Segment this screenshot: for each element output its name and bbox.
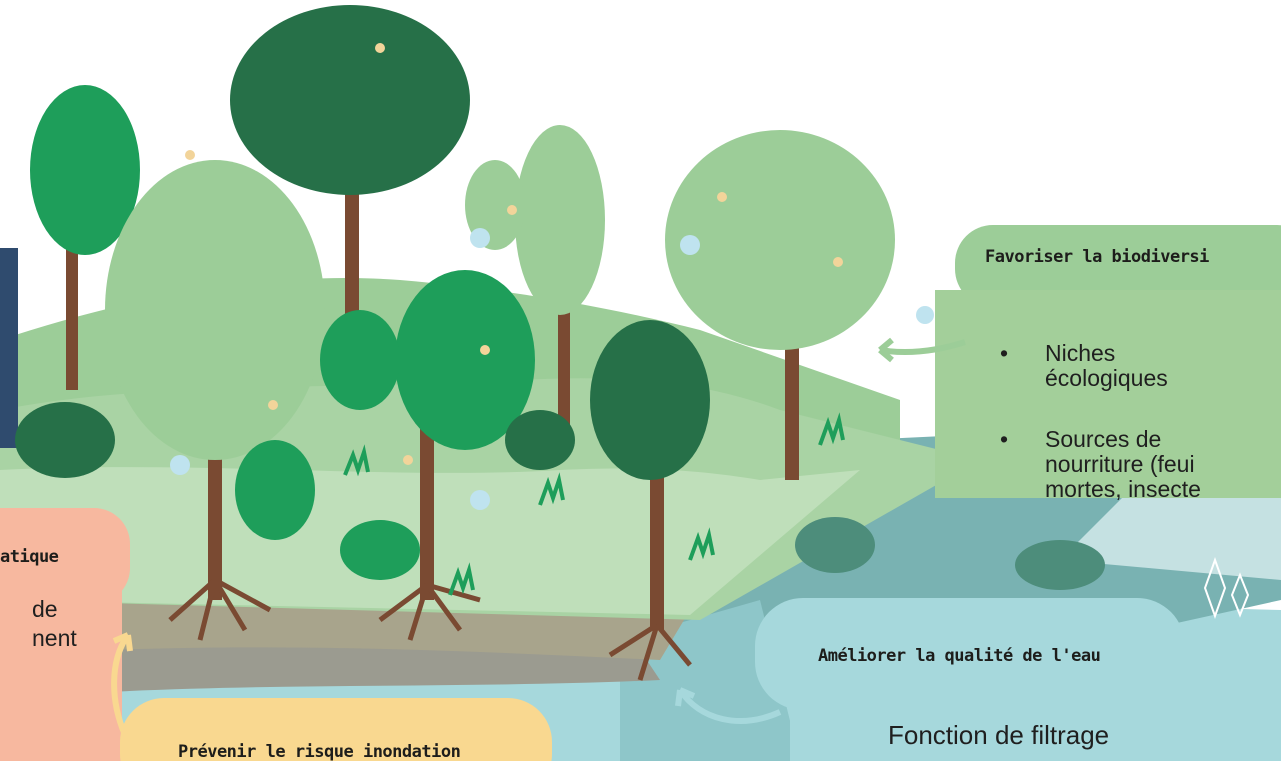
biodiversity-bullet-list: Niches écologiques Sources de nourriture…: [1000, 305, 1201, 520]
climate-title: atique: [0, 547, 58, 567]
tree-crown: [105, 160, 325, 460]
bubble: [916, 306, 934, 324]
butterfly: [717, 192, 727, 202]
tree-crown: [665, 130, 895, 350]
tree-crown: [320, 310, 400, 410]
tree-trunk: [650, 460, 664, 630]
water-quality-text: Fonction de filtrage: [888, 720, 1109, 751]
butterfly: [185, 150, 195, 160]
water-quality-title: Améliorer la qualité de l'eau: [818, 646, 1100, 666]
bush: [340, 520, 420, 580]
flood-title: Prévenir le risque inondation: [178, 742, 460, 761]
climate-text-line-1: de: [32, 596, 58, 623]
bubble: [680, 235, 700, 255]
bubble: [170, 455, 190, 475]
bubble: [470, 490, 490, 510]
butterfly: [507, 205, 517, 215]
navy-block: [0, 248, 18, 448]
butterfly: [268, 400, 278, 410]
biodiversity-bullet-niches: Niches écologiques: [1000, 341, 1201, 391]
butterfly: [375, 43, 385, 53]
bush: [505, 410, 575, 470]
climate-body-box: [0, 588, 122, 761]
bush: [795, 517, 875, 573]
bush: [235, 440, 315, 540]
butterfly: [403, 455, 413, 465]
bubble: [470, 228, 490, 248]
tree-crown: [230, 5, 470, 195]
bush: [1015, 540, 1105, 590]
tree-crown: [590, 320, 710, 480]
butterfly: [833, 257, 843, 267]
biodiversity-title: Favoriser la biodiversi: [985, 247, 1209, 267]
butterfly: [480, 345, 490, 355]
bush: [15, 402, 115, 478]
climate-text-line-2: nent: [32, 625, 77, 652]
biodiversity-bullet-food: Sources de nourriture (feui mortes, inse…: [1000, 427, 1201, 502]
tree-crown: [515, 125, 605, 315]
